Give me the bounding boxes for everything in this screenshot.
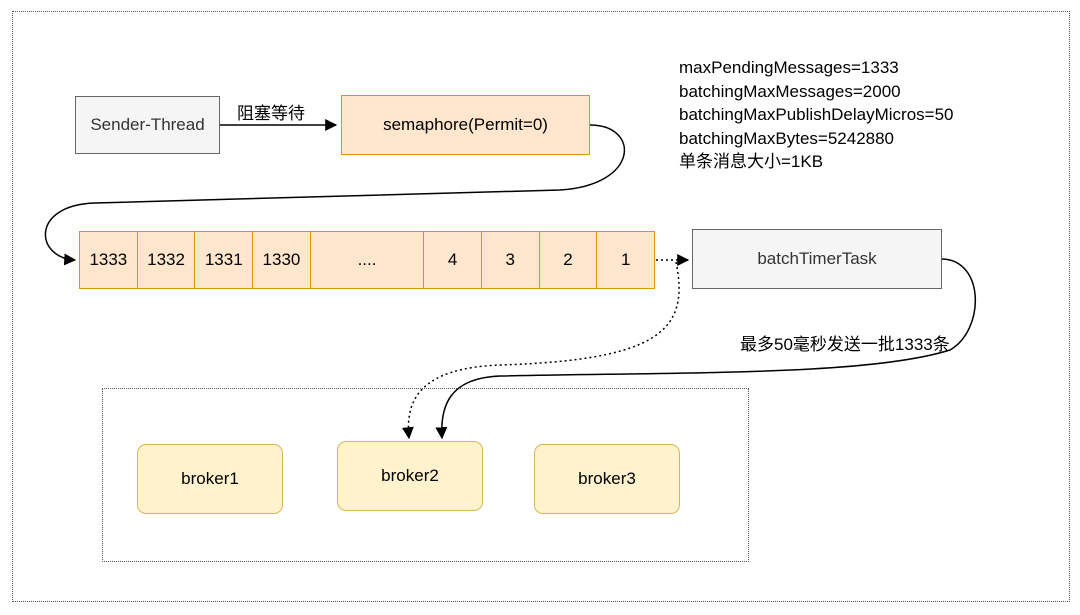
broker2-label: broker2	[381, 466, 439, 485]
queue-cell-ellipsis[interactable]: ....	[309, 231, 425, 289]
broker1-node[interactable]: broker1	[137, 444, 283, 514]
queue-cell[interactable]: 1331	[194, 231, 254, 289]
batch-timer-task-label: batchTimerTask	[757, 249, 877, 268]
semaphore-node[interactable]: semaphore(Permit=0)	[341, 95, 590, 155]
broker3-node[interactable]: broker3	[534, 444, 680, 514]
config-text-block: maxPendingMessages=1333 batchingMaxMessa…	[679, 56, 954, 174]
send-batch-edge-label: 最多50毫秒发送一批1333条	[740, 330, 950, 355]
config-line: batchingMaxBytes=5242880	[679, 128, 895, 148]
queue-cell[interactable]: 1	[596, 231, 656, 289]
broker2-node[interactable]: broker2	[337, 441, 483, 511]
block-wait-edge-label: 阻塞等待	[237, 104, 305, 123]
outer-container	[12, 11, 1070, 602]
broker1-label: broker1	[181, 469, 239, 488]
config-line: batchingMaxPublishDelayMicros=50	[679, 105, 954, 124]
sender-thread-label: Sender-Thread	[90, 115, 205, 134]
queue-cell[interactable]: 2	[538, 231, 598, 289]
batch-timer-task-node[interactable]: batchTimerTask	[692, 229, 942, 289]
queue-cell[interactable]: 1330	[252, 231, 311, 289]
queue-cell[interactable]: 3	[480, 231, 540, 289]
queue-cell[interactable]: 4	[423, 231, 482, 289]
config-line: 单条消息大小=1KB	[679, 152, 824, 171]
config-line: batchingMaxMessages=2000	[679, 81, 901, 101]
sender-thread-node[interactable]: Sender-Thread	[75, 96, 220, 154]
broker3-label: broker3	[578, 469, 636, 488]
semaphore-label: semaphore(Permit=0)	[383, 115, 548, 134]
queue-cell[interactable]: 1333	[79, 231, 138, 289]
config-line: maxPendingMessages=1333	[679, 58, 899, 77]
pending-message-queue: 1333 1332 1331 1330 .... 4 3 2 1	[79, 231, 656, 289]
queue-cell[interactable]: 1332	[136, 231, 196, 289]
